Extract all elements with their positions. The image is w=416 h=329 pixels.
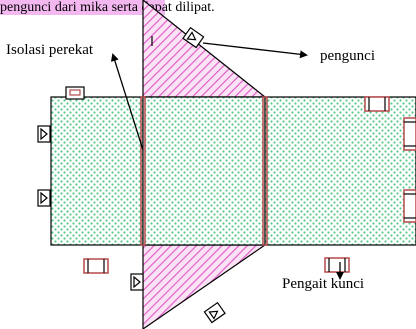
arrow-pengunci [202, 42, 308, 59]
hook-icon [403, 117, 416, 151]
label-pengunci: pengunci [320, 48, 375, 64]
center-face [142, 96, 266, 246]
arrow-isolasi [110, 53, 144, 151]
lower-triangle-face [142, 244, 267, 329]
label-pengait-kunci: Pengait kunci [282, 276, 364, 292]
right-face [264, 96, 416, 246]
fold-tape [262, 96, 268, 246]
top-text: pengunci dari mika serta dapat dilipat. [0, 0, 215, 15]
lock-icon [65, 86, 85, 100]
hook-icon [403, 189, 416, 223]
fold-tape [140, 96, 146, 246]
hook-icon [364, 96, 390, 112]
lock-icon [182, 26, 205, 49]
lock-icon [37, 125, 51, 143]
label-isolasi-perekat: Isolasi perekat [6, 42, 94, 58]
hook-icon [324, 257, 350, 273]
left-face [50, 96, 144, 246]
hook-icon [83, 258, 109, 274]
text-highlight [0, 0, 165, 15]
lock-icon [37, 189, 51, 207]
lock-icon [130, 273, 144, 291]
lock-icon [203, 301, 226, 324]
